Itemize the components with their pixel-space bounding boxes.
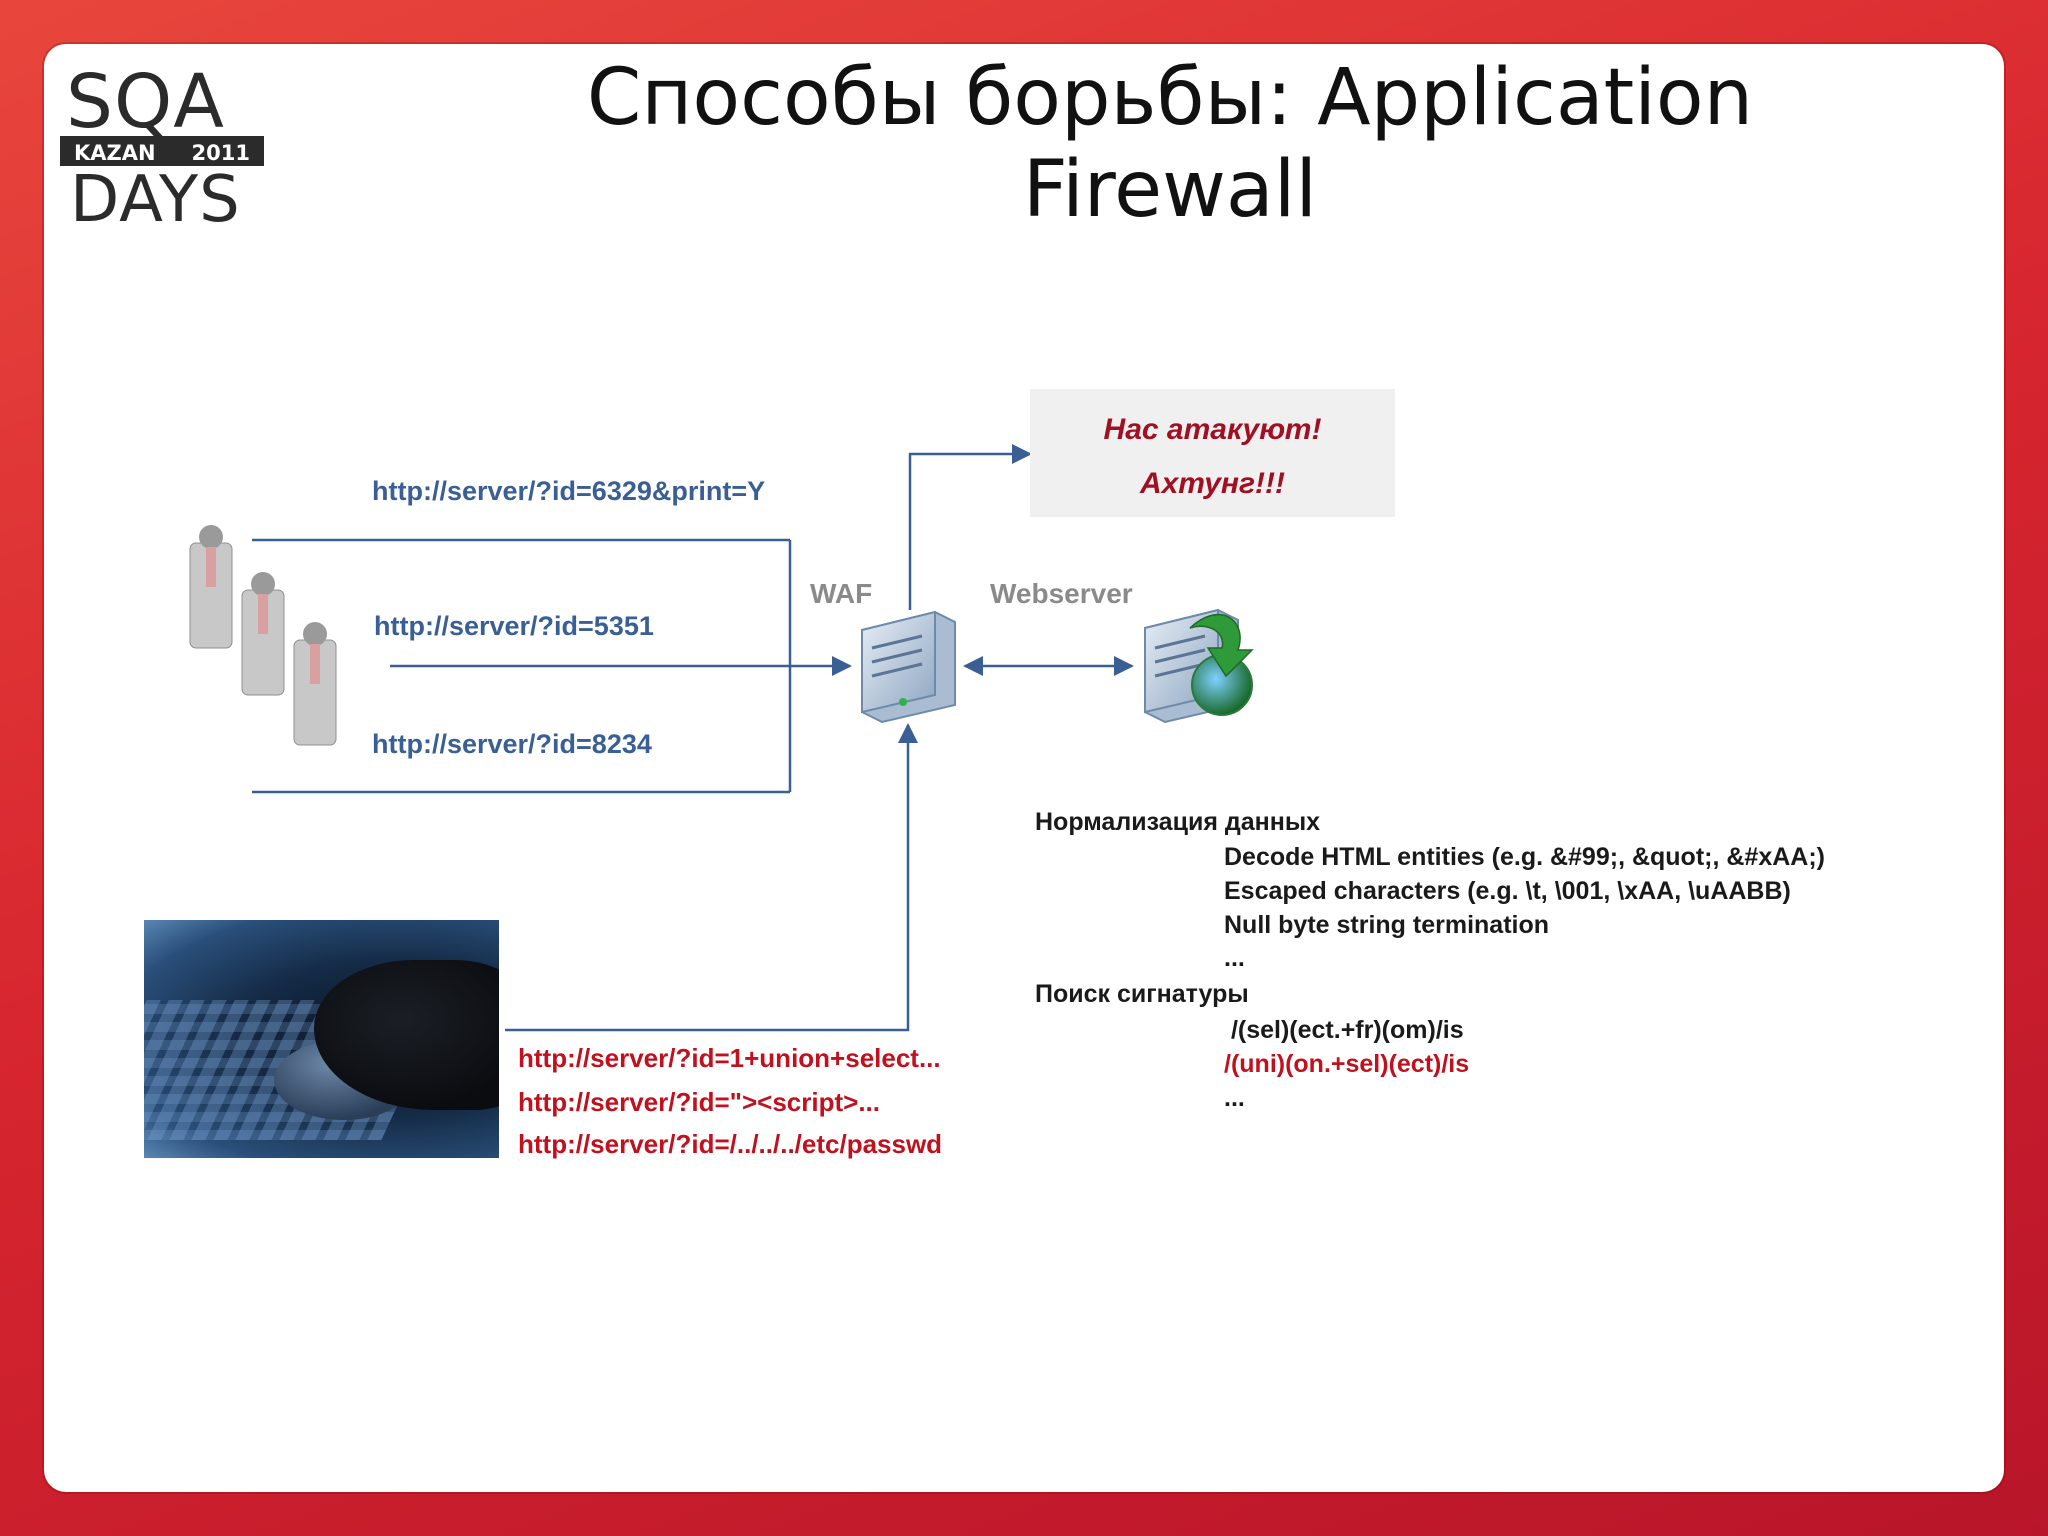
- users-icon: [189, 525, 337, 746]
- slide-title: Способы борьбы: Application Firewall: [480, 52, 1860, 236]
- attack-url-2: http://server/?id="><script>...: [518, 1087, 881, 1117]
- request-url-2: http://server/?id=5351: [374, 611, 654, 641]
- attack-url-1: http://server/?id=1+union+select...: [518, 1043, 941, 1073]
- logo-city: KAZAN: [74, 141, 156, 165]
- signature-item-3: ...: [1224, 1084, 1245, 1112]
- slide: [44, 44, 2004, 1492]
- slide-title-line2: Firewall: [1022, 145, 1318, 235]
- attack-alert-box: Нас атакуют! Ахтунг!!!: [1030, 389, 1395, 517]
- webserver-icon: [1144, 608, 1254, 724]
- request-url-3: http://server/?id=8234: [372, 729, 652, 759]
- logo-sqa-text: SQA: [66, 59, 225, 145]
- webserver-label: Webserver: [990, 578, 1133, 609]
- normalization-heading: Нормализация данных: [1035, 808, 1321, 836]
- waf-server-icon: [861, 610, 956, 724]
- signature-item-2: /(uni)(on.+sel)(ect)/is: [1224, 1050, 1470, 1078]
- signature-item-1: /(sel)(ect.+fr)(om)/is: [1224, 1016, 1464, 1044]
- logo-band: KAZAN 2011: [60, 136, 264, 166]
- request-url-1: http://server/?id=6329&print=Y: [372, 476, 766, 506]
- alert-line-2: Ахтунг!!!: [1139, 467, 1286, 500]
- normalization-item-2: Escaped characters (e.g. \t, \001, \xAA,…: [1224, 877, 1791, 905]
- normalization-item-4: ...: [1224, 944, 1245, 972]
- logo-year: 2011: [191, 141, 250, 165]
- request-lines: [252, 444, 1134, 1032]
- normalization-item-3: Null byte string termination: [1224, 911, 1550, 939]
- alert-line-1: Нас атакуют!: [1103, 413, 1322, 446]
- attack-url-3: http://server/?id=/../../../etc/passwd: [518, 1129, 943, 1159]
- signature-heading: Поиск сигнатуры: [1035, 980, 1249, 1008]
- slide-title-line1: Способы борьбы: Application: [586, 53, 1754, 143]
- sqa-days-logo: SQA KAZAN 2011 DAYS: [60, 59, 270, 236]
- hacker-photo: [144, 920, 499, 1158]
- normalization-item-1: Decode HTML entities (e.g. &#99;, &quot;…: [1224, 843, 1825, 871]
- waf-label: WAF: [810, 578, 873, 609]
- logo-days-text: DAYS: [70, 163, 241, 237]
